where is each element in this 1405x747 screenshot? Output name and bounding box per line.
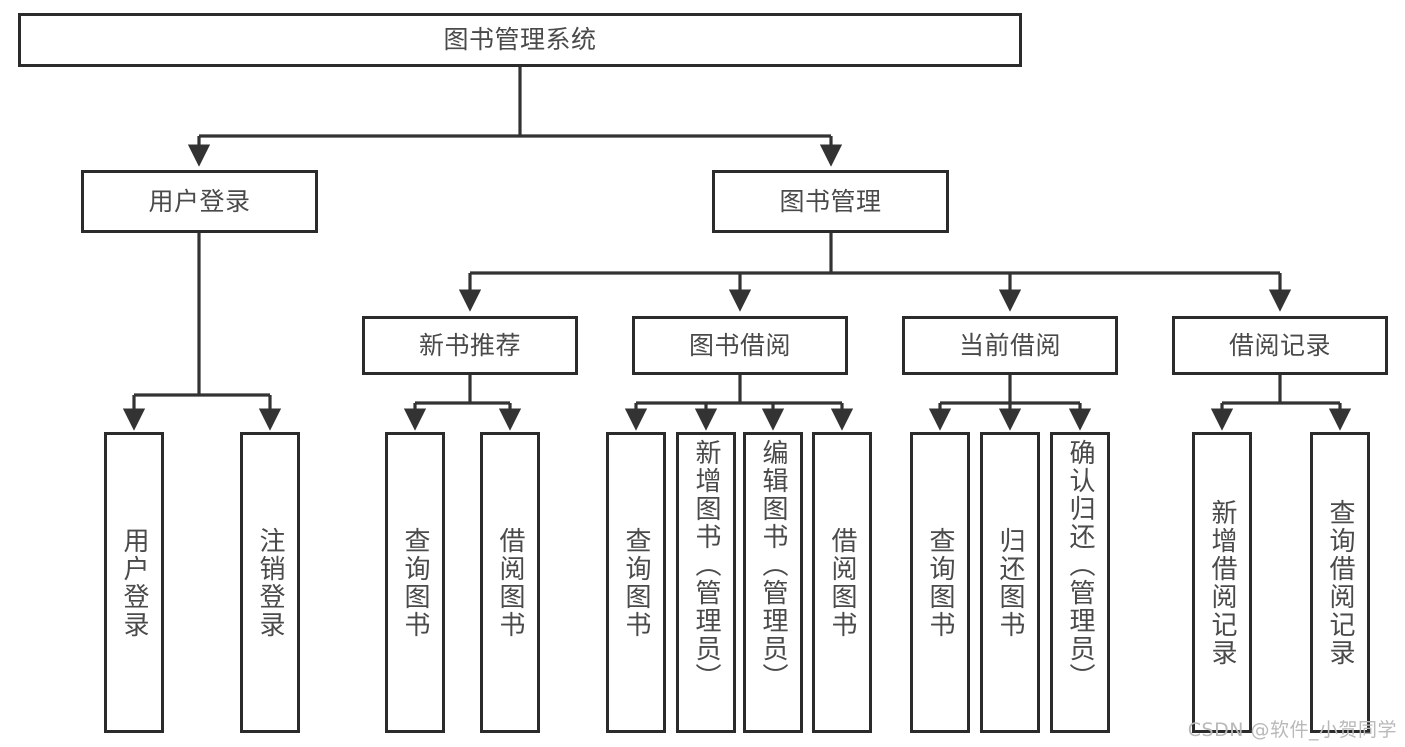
node-borrow-record[interactable]: 借阅记录: [1172, 316, 1388, 375]
node-label: 查询借阅记录: [1325, 498, 1355, 667]
leaf-inner: 新增借阅记录: [1195, 435, 1249, 730]
node-label: 新增借阅记录: [1207, 498, 1237, 667]
node-label: 用户登录: [148, 186, 251, 216]
node-label: 当前借阅: [958, 330, 1061, 360]
leaf-inner: 新增图书（管理员）: [679, 435, 733, 734]
node-leaf-return-book[interactable]: 归还图书: [980, 432, 1040, 733]
node-label: 新书推荐: [418, 330, 521, 360]
node-leaf-logout[interactable]: 注销登录: [240, 432, 300, 733]
leaf-inner: 查询图书: [609, 435, 663, 730]
node-leaf-add-book-admin[interactable]: 新增图书（管理员）: [676, 432, 736, 733]
leaf-inner: 归还图书: [983, 435, 1037, 730]
node-label: 查询图书: [925, 526, 955, 639]
leaf-inner: 查询图书: [913, 435, 967, 730]
node-label: 查询图书: [400, 526, 430, 639]
node-label: 借阅记录: [1228, 330, 1331, 360]
node-leaf-query-book-recommend[interactable]: 查询图书: [385, 432, 445, 733]
node-book-borrow[interactable]: 图书借阅: [632, 316, 848, 375]
node-label: 借阅图书: [495, 526, 525, 639]
node-label: 图书管理系统: [443, 25, 597, 55]
node-leaf-add-borrow-record[interactable]: 新增借阅记录: [1192, 432, 1252, 733]
node-leaf-query-borrow-record[interactable]: 查询借阅记录: [1310, 432, 1370, 733]
node-book-management[interactable]: 图书管理: [712, 170, 949, 233]
node-leaf-query-book-borrow[interactable]: 查询图书: [606, 432, 666, 733]
node-label: 注销登录: [255, 526, 285, 639]
node-label: 图书管理: [779, 186, 882, 216]
node-label: 确认归还（管理员）: [1065, 439, 1095, 691]
node-leaf-edit-book-admin[interactable]: 编辑图书（管理员）: [743, 432, 803, 733]
node-current-borrow[interactable]: 当前借阅: [902, 316, 1118, 375]
node-root-system[interactable]: 图书管理系统: [18, 13, 1022, 67]
node-user-login[interactable]: 用户登录: [81, 170, 318, 233]
node-leaf-query-book-current[interactable]: 查询图书: [910, 432, 970, 733]
node-leaf-borrow-book-recommend[interactable]: 借阅图书: [480, 432, 540, 733]
leaf-inner: 用户登录: [107, 435, 161, 730]
leaf-inner: 借阅图书: [815, 435, 869, 730]
node-leaf-borrow-book[interactable]: 借阅图书: [812, 432, 872, 733]
node-label: 借阅图书: [827, 526, 857, 639]
node-leaf-confirm-return-admin[interactable]: 确认归还（管理员）: [1050, 432, 1110, 733]
node-label: 编辑图书（管理员）: [758, 439, 788, 691]
node-new-book-recommend[interactable]: 新书推荐: [362, 316, 578, 375]
watermark-text: CSDN @软件_小贺同学: [1187, 719, 1397, 741]
leaf-inner: 注销登录: [243, 435, 297, 730]
leaf-inner: 确认归还（管理员）: [1053, 435, 1107, 734]
node-label: 查询图书: [621, 526, 651, 639]
leaf-inner: 查询借阅记录: [1313, 435, 1367, 730]
node-leaf-user-login[interactable]: 用户登录: [104, 432, 164, 733]
leaf-inner: 编辑图书（管理员）: [746, 435, 800, 734]
node-label: 用户登录: [119, 526, 149, 639]
leaf-inner: 借阅图书: [483, 435, 537, 730]
node-label: 图书借阅: [688, 330, 791, 360]
leaf-inner: 查询图书: [388, 435, 442, 730]
node-label: 归还图书: [995, 526, 1025, 639]
node-label: 新增图书（管理员）: [691, 439, 721, 691]
